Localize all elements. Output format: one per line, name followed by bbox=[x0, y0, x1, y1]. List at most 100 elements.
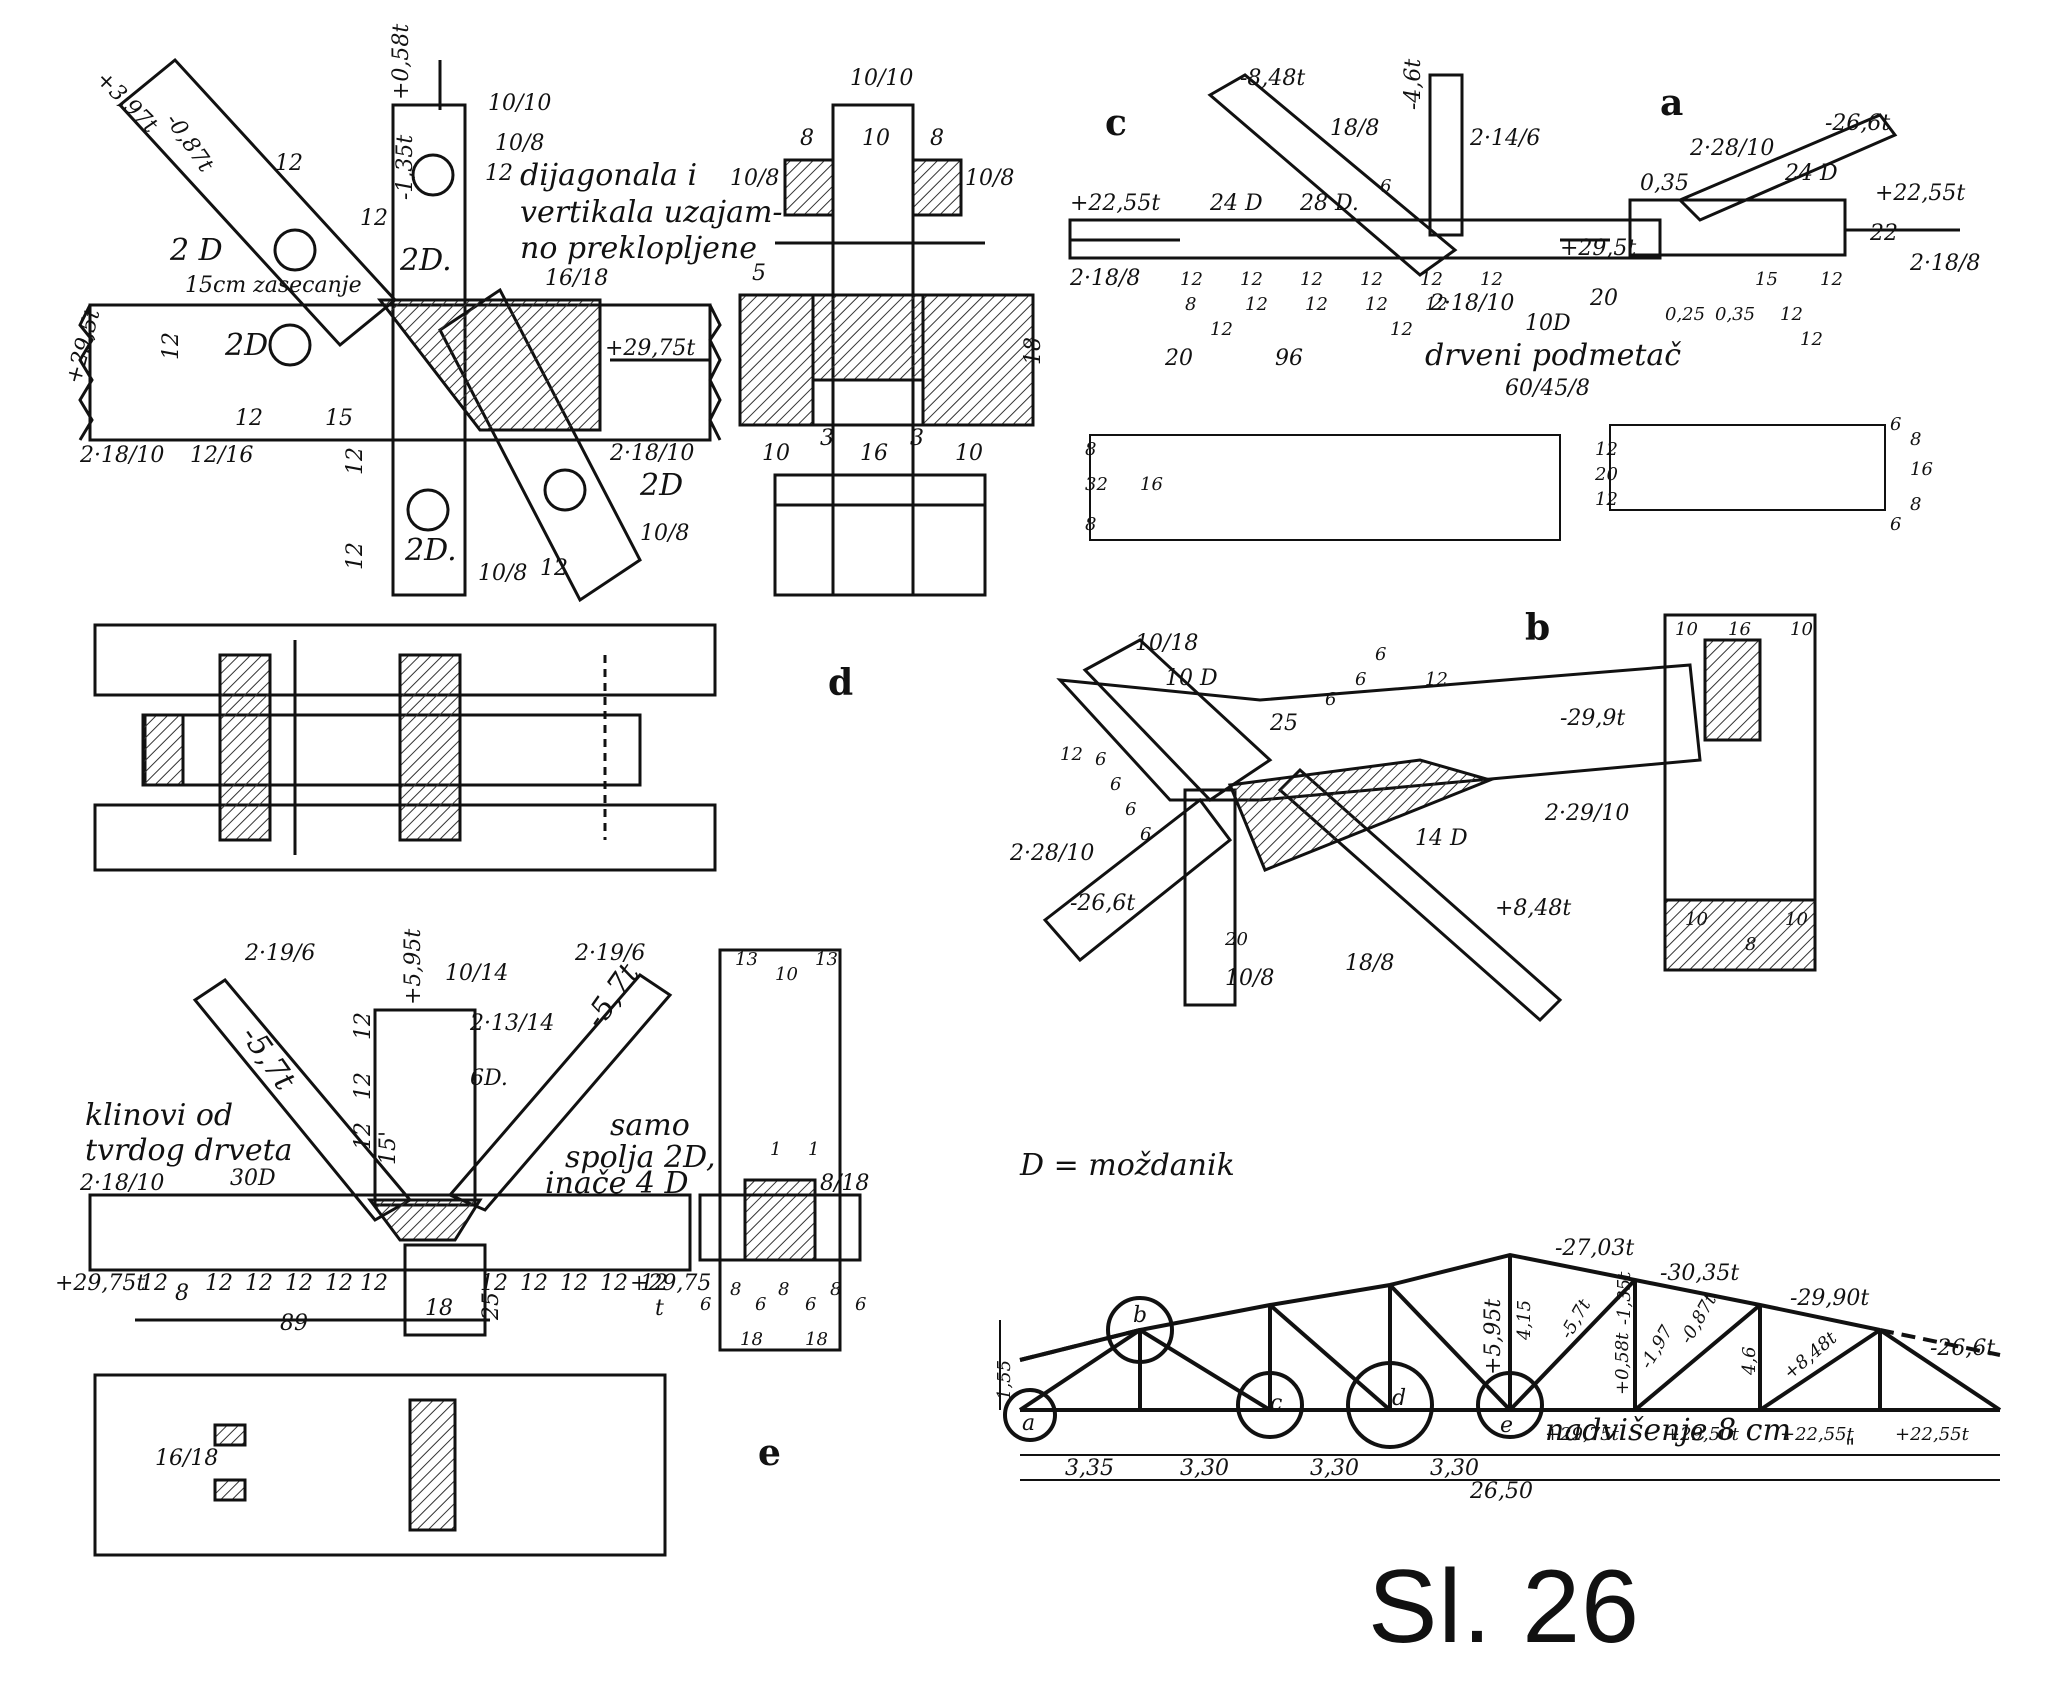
label: +29,75t bbox=[605, 336, 695, 361]
detail-b-section bbox=[1663, 613, 1817, 972]
label: 96 bbox=[1275, 346, 1303, 371]
detail-a-labels: 2·28/10 -26,6t 0,35 24 D +22,55t 22 2·18… bbox=[1640, 111, 1980, 350]
label: 12 bbox=[351, 1072, 376, 1100]
label: 2·28/10 bbox=[1009, 841, 1094, 866]
label: 6 bbox=[1355, 669, 1366, 690]
label: 16 bbox=[860, 441, 888, 466]
dimension: 3,30 bbox=[1430, 1456, 1479, 1481]
label: +29,5t bbox=[62, 306, 106, 386]
detail-e-section-labels: 13 10 13 8/18 1 1 6 8 6 8 6 8 6 18 18 bbox=[700, 949, 869, 1350]
label: 8 bbox=[175, 1281, 189, 1306]
label: 12 bbox=[1245, 294, 1268, 315]
label: 16 bbox=[1910, 459, 1933, 480]
truss-labels: a b c d e -27,03t -30,35t -29,90t -26,6t… bbox=[994, 1236, 1995, 1504]
label: 12/16 bbox=[190, 443, 253, 468]
label: 8 bbox=[730, 1279, 741, 1300]
label: 8 bbox=[1745, 934, 1756, 955]
label: tvrdog drveta bbox=[85, 1133, 293, 1168]
member-force: -30,35t bbox=[1660, 1261, 1739, 1286]
label: 3 bbox=[820, 426, 834, 451]
label: 10/8 bbox=[1225, 966, 1274, 991]
label: 2D bbox=[639, 468, 683, 503]
label: 12 bbox=[1780, 304, 1803, 325]
dowel-circle bbox=[268, 323, 312, 367]
label: 2·18/8 bbox=[1069, 266, 1140, 291]
label: +29,75t bbox=[55, 1271, 145, 1296]
label: 2·18/8 bbox=[1909, 251, 1980, 276]
label: -5,7t bbox=[578, 956, 647, 1034]
gusset-hatch bbox=[376, 298, 602, 432]
label: 20 bbox=[1164, 346, 1193, 371]
label: 12 bbox=[1390, 319, 1413, 340]
label: 12 bbox=[1360, 269, 1383, 290]
member-force: +22,55t bbox=[1895, 1424, 1970, 1445]
label: 2 D bbox=[169, 233, 223, 268]
label: inače 4 D bbox=[545, 1166, 689, 1201]
diagonal-upper-left bbox=[117, 57, 398, 348]
panel-letter-a: a bbox=[1660, 82, 1683, 124]
label: t bbox=[655, 1296, 664, 1321]
panel-letter-c: c bbox=[1105, 102, 1127, 144]
node-label: d bbox=[1392, 1386, 1406, 1411]
member-force: +29,75t bbox=[1545, 1424, 1620, 1445]
label: 8 bbox=[778, 1279, 789, 1300]
label: 89 bbox=[280, 1311, 308, 1336]
label: 25 bbox=[479, 1292, 504, 1321]
label: 16 bbox=[1140, 474, 1163, 495]
label: -29,9t bbox=[1560, 706, 1625, 731]
detail-c-labels: -8,48t 18/8 -4,6t 2·14/6 +22,55t 24 D 28… bbox=[1069, 59, 1681, 401]
member-force: -27,03t bbox=[1555, 1236, 1634, 1261]
label: 0,35 bbox=[1640, 171, 1689, 196]
label: 10/18 bbox=[1135, 631, 1198, 656]
label: 8 bbox=[830, 1279, 841, 1300]
label: 18 bbox=[805, 1329, 828, 1350]
label: 12 bbox=[600, 1271, 628, 1296]
detail-c-bolts-plan bbox=[1089, 424, 1886, 541]
label: 6 bbox=[755, 1294, 766, 1315]
label: 10/10 bbox=[488, 91, 551, 116]
member-force: +5,95t bbox=[1481, 1299, 1506, 1375]
label: 8 bbox=[1910, 494, 1921, 515]
label: 10D bbox=[1525, 311, 1571, 336]
label: 24 D bbox=[1209, 191, 1263, 216]
label: 12 bbox=[560, 1271, 588, 1296]
panel-letter-d: d bbox=[828, 662, 853, 704]
label: 10 bbox=[955, 441, 983, 466]
label: 2·29/10 bbox=[1544, 801, 1629, 826]
panel-letter-e: e bbox=[758, 1432, 781, 1474]
label: +8,48t bbox=[1495, 896, 1571, 921]
legend-dowel: D = moždanik bbox=[1019, 1148, 1235, 1183]
label: +22,55t bbox=[1070, 191, 1160, 216]
label: 8 bbox=[1185, 294, 1196, 315]
label: 15 bbox=[1755, 269, 1778, 290]
break-line bbox=[78, 304, 94, 441]
detail-e-section bbox=[698, 948, 862, 1352]
label: 2·18/10 bbox=[1429, 291, 1514, 316]
label: +5,95t bbox=[401, 929, 426, 1005]
label: 16 bbox=[1728, 619, 1751, 640]
member-force: -0,87t bbox=[1676, 1290, 1721, 1347]
label: 18/8 bbox=[1330, 116, 1379, 141]
label: 12 bbox=[520, 1271, 548, 1296]
label: 10 bbox=[1790, 619, 1813, 640]
node-circle bbox=[1476, 1371, 1544, 1439]
label: 12 bbox=[1595, 489, 1618, 510]
label: 6 bbox=[1110, 774, 1121, 795]
sheet-mark: " bbox=[1845, 1436, 1855, 1461]
panel-letter-b: b bbox=[1525, 607, 1550, 649]
label: 18 bbox=[425, 1296, 453, 1321]
label: 2·13/14 bbox=[469, 1011, 554, 1036]
member-force: +0,58t bbox=[1612, 1332, 1633, 1395]
label: 10/8 bbox=[640, 521, 689, 546]
label: 60/45/8 bbox=[1505, 376, 1590, 401]
label: +29,75 bbox=[630, 1271, 711, 1296]
figure-caption: Sl. 26 bbox=[1368, 1549, 1640, 1665]
member-force: -29,90t bbox=[1790, 1286, 1869, 1311]
label: vertikala uzajam- bbox=[520, 195, 783, 230]
label: 10/8 bbox=[478, 561, 527, 586]
label: 12 bbox=[1420, 269, 1443, 290]
member-force: -5,7t bbox=[1556, 1295, 1596, 1342]
label: 16/18 bbox=[545, 266, 608, 291]
label: 18 bbox=[740, 1329, 763, 1350]
